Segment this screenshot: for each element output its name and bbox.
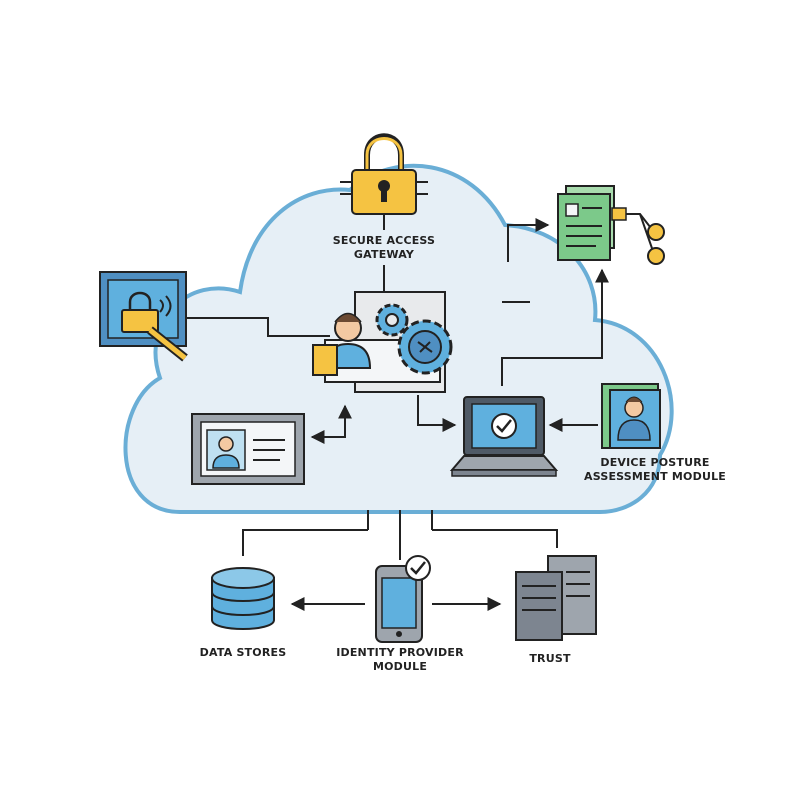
access-panel-icon xyxy=(99,271,188,362)
trust-label: TRUST xyxy=(529,652,571,665)
user-profile-book-icon xyxy=(601,383,661,449)
documents-network-icon xyxy=(557,185,665,265)
connector-lines xyxy=(185,214,609,611)
database-icon xyxy=(211,567,275,630)
gateway-label: SECURE ACCESS GATEWAY xyxy=(332,234,436,261)
admin-gears-icon xyxy=(312,291,453,393)
id-card-icon xyxy=(191,413,305,485)
server-rack-icon xyxy=(515,555,597,641)
laptop-check-icon xyxy=(449,396,559,477)
smartphone-check-icon xyxy=(375,555,431,643)
device-posture-label: DEVICE POSTURE ASSESSMENT MODULE xyxy=(583,456,726,483)
padlock-icon xyxy=(340,133,428,215)
identity-provider-label: IDENTITY PROVIDER MODULE xyxy=(336,646,464,673)
data-stores-label: DATA STORES xyxy=(199,646,287,659)
